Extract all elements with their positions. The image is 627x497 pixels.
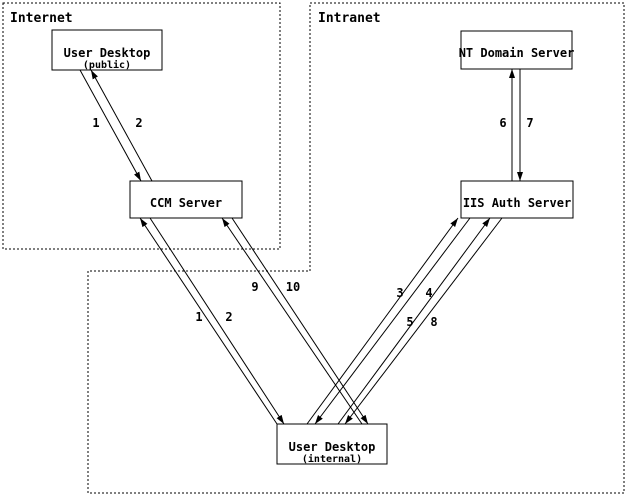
edge-label-3: 3 [396, 286, 403, 300]
edge-label-9: 9 [251, 280, 258, 294]
zone-intranet-label: Intranet [318, 11, 381, 26]
node-user-desktop-internal-title: User Desktop [289, 440, 376, 454]
node-ccm-server-title: CCM Server [150, 196, 222, 210]
edge-1-internal-desktop-to-ccm [139, 217, 278, 425]
edge-label-5: 5 [406, 315, 413, 329]
edges-layer [79, 69, 523, 425]
edge-label-4: 4 [425, 286, 432, 300]
node-nt-domain-server-title: NT Domain Server [459, 46, 575, 60]
node-user-desktop-public-subtitle: (public) [83, 59, 131, 71]
zone-intranet-border [87, 2, 625, 494]
node-iis-auth-server [460, 180, 574, 219]
edge-label-1: 1 [195, 310, 202, 324]
edge-2-ccm-to-internal-desktop [149, 217, 285, 425]
edge-9-internal-desktop-to-ccm [221, 217, 363, 425]
edge-label-6: 6 [499, 116, 506, 130]
node-ccm-server [129, 180, 243, 219]
edge-8-iis-to-internal-desktop [344, 217, 503, 425]
node-user-desktop-public-title: User Desktop [64, 46, 151, 60]
node-iis-auth-server-title: IIS Auth Server [463, 196, 571, 210]
edge-1-public-desktop-to-ccm [79, 69, 142, 182]
edge-2-ccm-to-public-desktop [90, 69, 153, 182]
zone-internet-border [2, 2, 281, 250]
node-user-desktop-public [51, 29, 163, 71]
edge-label-7: 7 [526, 116, 533, 130]
edge-label-2: 2 [225, 310, 232, 324]
edge-label-1: 1 [92, 116, 99, 130]
node-user-desktop-internal-subtitle: (internal) [302, 453, 362, 465]
edge-5-internal-desktop-to-iis [337, 217, 491, 425]
edge-label-2: 2 [135, 116, 142, 130]
edge-3-internal-desktop-to-iis [306, 217, 459, 425]
node-user-desktop-internal [276, 423, 388, 465]
node-nt-domain-server [460, 30, 573, 70]
edge-10-ccm-to-internal-desktop [231, 217, 369, 425]
edge-labels-layer: 1 2 1 2 9 10 3 4 5 8 6 7 [92, 116, 533, 329]
edge-label-10: 10 [286, 280, 300, 294]
zone-internet-label: Internet [10, 11, 73, 26]
edge-4-iis-to-internal-desktop [314, 217, 471, 425]
edge-label-8: 8 [430, 315, 437, 329]
